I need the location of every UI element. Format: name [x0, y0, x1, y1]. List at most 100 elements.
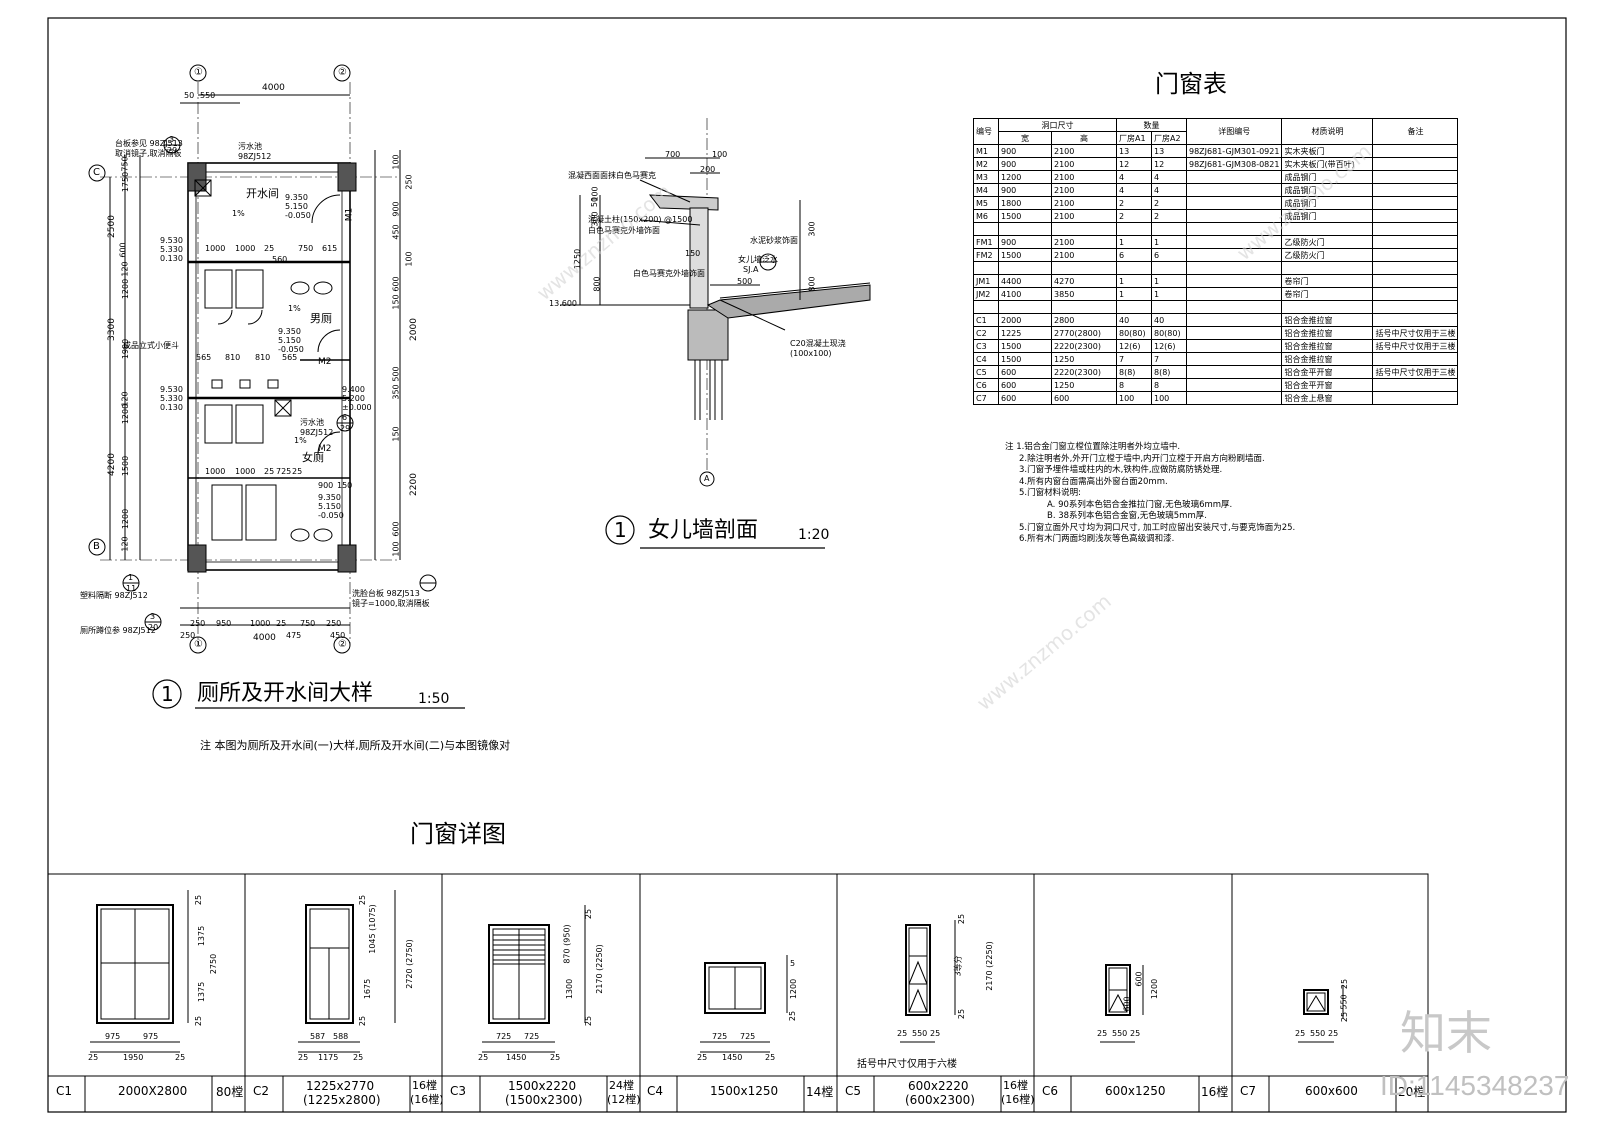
c1-h-25a: 25 [194, 894, 204, 906]
table-cell-w: 1800 [998, 196, 1052, 210]
table-cell-w: 900 [998, 235, 1052, 249]
table-cell-code: M3 [973, 170, 999, 184]
table-cell-remark [1372, 209, 1459, 223]
table-cell-a2: 1 [1151, 235, 1187, 249]
c5-w-25a: 25 [897, 1029, 908, 1038]
c2-w-25a: 25 [298, 1053, 309, 1062]
strip-c5-size: 600x2220 [908, 1079, 969, 1093]
parapet-label-3: 白色马赛克外墙饰面 [588, 226, 660, 235]
table-cell-a2: 4 [1151, 183, 1187, 197]
table-cell-a1: 1 [1116, 235, 1152, 249]
strip-c4-count: 14樘 [806, 1084, 834, 1099]
inner-dim4-25b: 25 [292, 467, 303, 476]
parapet-title: 女儿墙剖面 [648, 518, 759, 543]
callout-num-2: 6 [342, 413, 348, 422]
watermark-logo: 知末 [1400, 1006, 1492, 1060]
dim-right-450: 450 [391, 224, 401, 240]
table-cell-code: C1 [973, 313, 999, 327]
table-cell-w: 1500 [998, 339, 1052, 353]
table-cell-w: 1200 [998, 170, 1052, 184]
inner-dim-615: 615 [322, 244, 338, 253]
table-cell-code [973, 222, 999, 236]
c5-w-25b: 25 [930, 1029, 941, 1038]
table-header-row: 编号 洞口尺寸 数量 详图编号 材质说明 备注 [973, 118, 1459, 145]
grid-label-2-bottom: ② [338, 639, 347, 650]
table-cell-detail [1185, 287, 1283, 301]
table-row [973, 261, 1459, 275]
callout-geduan: 塑料隔断 98ZJ512 [80, 591, 148, 600]
note-line: 注 1.铝合金门窗立樘位置除注明者外均立墙中. [1005, 442, 1181, 452]
table-cell-code [973, 300, 999, 314]
inner-dim-750: 750 [298, 244, 314, 253]
table-cell-h: 1250 [1051, 378, 1117, 392]
toilet-plan [88, 64, 465, 709]
c3-h-870: 870 (950) [562, 924, 572, 964]
dim-right-100a: 100 [391, 154, 401, 170]
c5-w-550: 550 [912, 1029, 928, 1038]
dim-right-600: 600 [391, 276, 401, 292]
dim-right-100b: 100 [404, 251, 414, 267]
table-cell-material: 乙级防火门 [1281, 235, 1374, 249]
c2-w-25b: 25 [353, 1053, 364, 1062]
table-cell-w [998, 261, 1052, 275]
table-cell-h: 1250 [1051, 352, 1117, 366]
table-cell-a1: 1 [1116, 274, 1152, 288]
c5-note: 括号中尺寸仅用于六楼 [857, 1059, 957, 1070]
table-cell-w: 1500 [998, 352, 1052, 366]
dim-top-50: 50 [184, 91, 195, 100]
table-cell-code: C4 [973, 352, 999, 366]
callout-xilian: 洗脸台板 98ZJ513 [352, 589, 420, 598]
table-cell-a2: 1 [1151, 287, 1187, 301]
dim-right-2200: 2200 [408, 473, 419, 496]
inner-dim4-900: 900 [318, 481, 334, 490]
dim-right-250: 250 [404, 174, 414, 190]
note-line: A. 90系列本色铝合金推拉门窗,无色玻璃6mm厚. [1047, 499, 1233, 510]
table-cell-remark [1372, 352, 1459, 366]
table-cell-w: 2000 [998, 313, 1052, 327]
callout-den-1: 29 [167, 146, 178, 155]
table-cell-h: 2100 [1051, 170, 1117, 184]
table-cell-h: 2100 [1051, 248, 1117, 262]
table-cell-h: 2100 [1051, 183, 1117, 197]
note-line: 6.所有木门两面均刷浅灰等色高级调和漆. [1019, 534, 1175, 544]
room-nance: 男厕 [310, 312, 332, 325]
table-cell-h: 2100 [1051, 144, 1117, 158]
callout-dunwei: 厕所蹲位参 98ZJ512 [80, 626, 156, 635]
dim-left-1500: 1500 [121, 455, 131, 477]
inner-dim-560: 560 [272, 255, 288, 264]
header-w: 宽 [998, 131, 1052, 145]
c2-w-1175: 1175 [318, 1053, 339, 1062]
c4-w-725a: 725 [712, 1032, 728, 1041]
dim-left-2500: 2500 [106, 215, 117, 238]
header-qty: 数量 [1116, 118, 1187, 132]
door-window-table-body: 编号 洞口尺寸 数量 详图编号 材质说明 备注 宽 高 厂房A1 厂房A2 M1… [973, 118, 1459, 405]
callout-wushuichi: 污水池 [238, 142, 262, 151]
dim-right-150b: 150 [391, 426, 401, 442]
parapet-label-1: 混凝西面面抹白色马赛克 [568, 171, 656, 180]
c4-w-1450: 1450 [722, 1053, 743, 1062]
table-cell-detail [1185, 183, 1283, 197]
callout-den-3: 11 [126, 584, 137, 593]
parapet-label-6b: SJ.A [743, 265, 759, 274]
c3-h-2170: 2170 (2250) [594, 944, 604, 994]
dim-bottom-750: 750 [300, 619, 316, 628]
table-cell-remark [1372, 222, 1459, 236]
table-cell-a1: 8 [1116, 378, 1152, 392]
table-cell-material [1281, 300, 1374, 314]
c2-h-25b: 25 [358, 1015, 368, 1027]
strip-c3-size: 1500x2220 [508, 1079, 577, 1093]
table-cell-code: C3 [973, 339, 999, 353]
table-cell-a1: 80(80) [1116, 326, 1152, 340]
table-cell-remark [1372, 300, 1459, 314]
table-cell-h: 2770(2800) [1051, 326, 1117, 340]
table-cell-h: 600 [1051, 391, 1117, 405]
c1-w-25a: 25 [88, 1053, 99, 1062]
callout-taiban-b: 取消镜子,取消隔板 [115, 149, 182, 158]
strip-c1-count: 80樘 [216, 1084, 244, 1099]
c2-h-25a: 25 [358, 894, 368, 906]
table-cell-a1 [1116, 300, 1152, 314]
